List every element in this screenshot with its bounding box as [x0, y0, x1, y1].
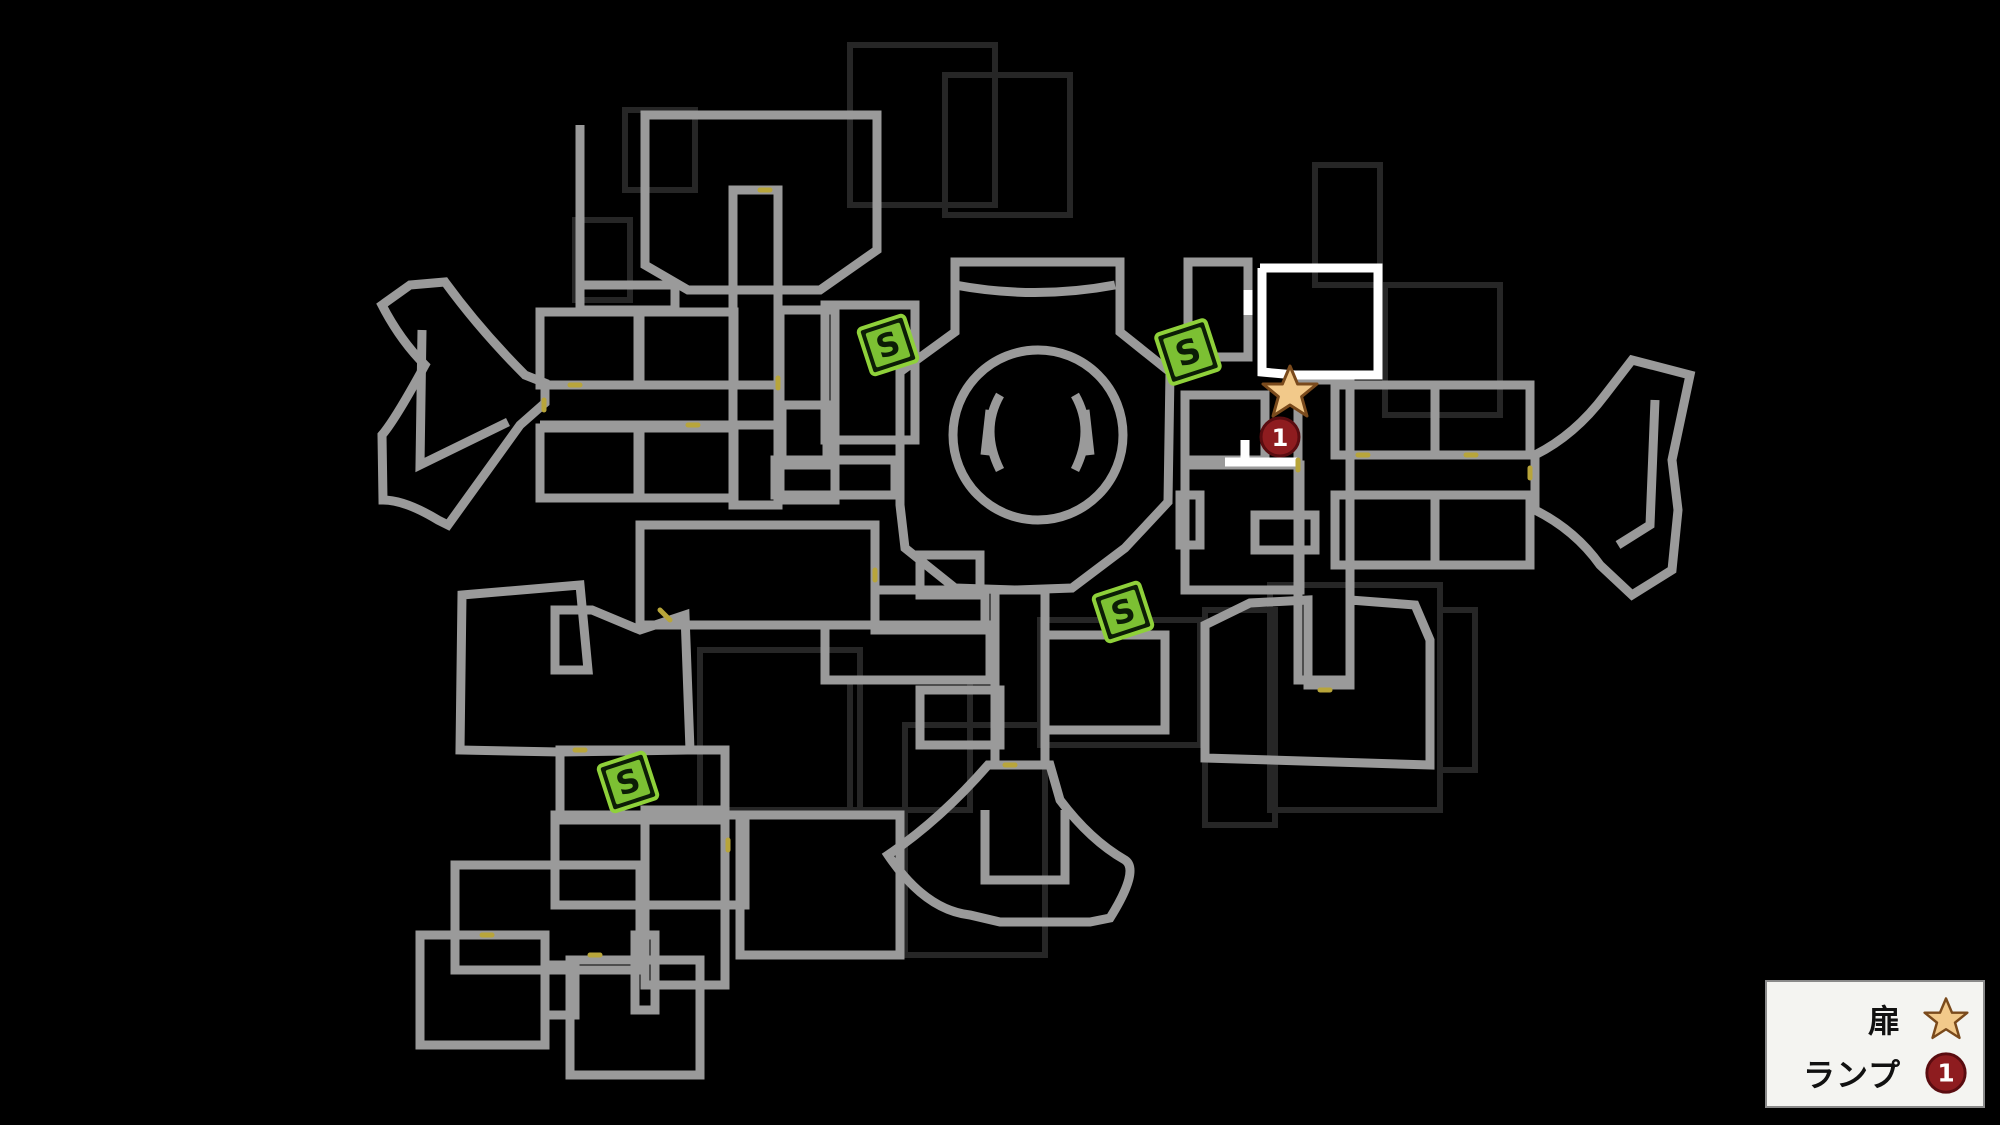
lamp-number-icon [1259, 416, 1301, 458]
legend-door-row: 扉 [1868, 996, 1969, 1042]
save-point-3[interactable]: S [1091, 580, 1155, 644]
legend-door-label: 扉 [1867, 1002, 1901, 1040]
door-star-marker[interactable] [1261, 364, 1319, 418]
save-point-2[interactable]: S [1154, 318, 1222, 386]
legend-lamp-number: 1 [1937, 1059, 1954, 1088]
lamp-marker[interactable]: 1 [1259, 416, 1301, 458]
save-point-1[interactable]: S [856, 313, 920, 377]
legend-lamp-row: ランプ 1 [1803, 1050, 1969, 1096]
lamp-number-text: 1 [1272, 424, 1289, 452]
star-icon [1261, 364, 1319, 418]
room-walls [376, 110, 1696, 1080]
save-point-4[interactable]: S [596, 750, 660, 814]
door-gaps [479, 187, 1533, 958]
highlighted-room [1225, 263, 1383, 467]
lamp-number-icon: 1 [1925, 1052, 1967, 1094]
legend-lamp-label: ランプ [1802, 1056, 1901, 1094]
star-icon [1923, 997, 1969, 1040]
map-legend: 扉 ランプ 1 [1765, 980, 1985, 1108]
